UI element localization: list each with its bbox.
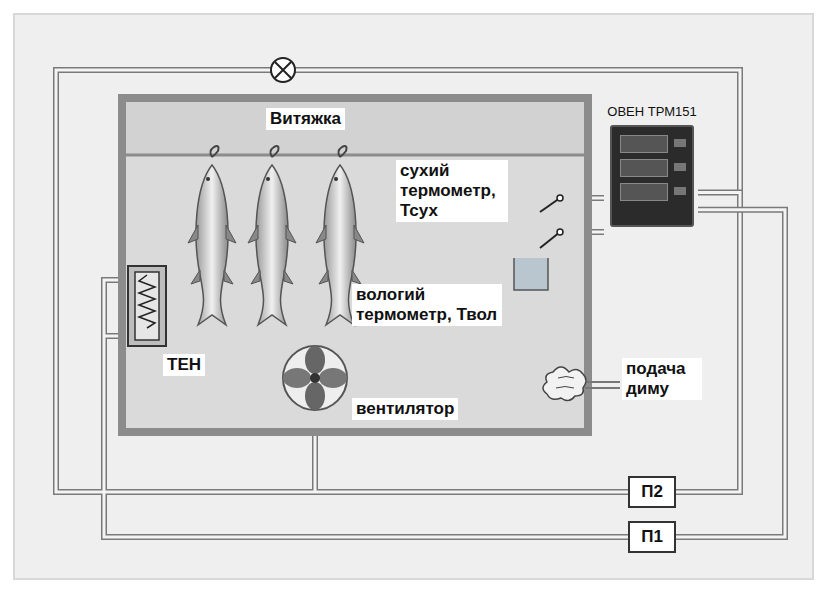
indicator	[674, 187, 686, 195]
node-text: Витяжка	[266, 108, 345, 130]
controller-device: ОВЕН ТРМ151	[606, 104, 698, 227]
display	[620, 135, 668, 153]
display	[620, 183, 668, 201]
wire-connector	[676, 193, 740, 492]
node-text: ОВЕН ТРМ151	[606, 104, 698, 119]
fan-label: вентилятор	[352, 398, 458, 420]
indicator	[674, 139, 686, 147]
indicator	[674, 163, 686, 171]
relay-box: П1	[628, 521, 676, 553]
heater-label: ТЕН	[163, 354, 205, 376]
sensor-label: сухий термометр, Тсух	[396, 160, 508, 222]
smoke-label: подача диму	[622, 358, 702, 400]
node-text: П2	[630, 478, 674, 506]
sensor-label: вологий термометр, Твол	[352, 284, 502, 326]
exhaust-band: Витяжка	[126, 102, 584, 154]
device-panel	[610, 125, 694, 227]
node-text: П1	[630, 523, 674, 551]
relay-box: П2	[628, 476, 676, 508]
display	[620, 159, 668, 177]
